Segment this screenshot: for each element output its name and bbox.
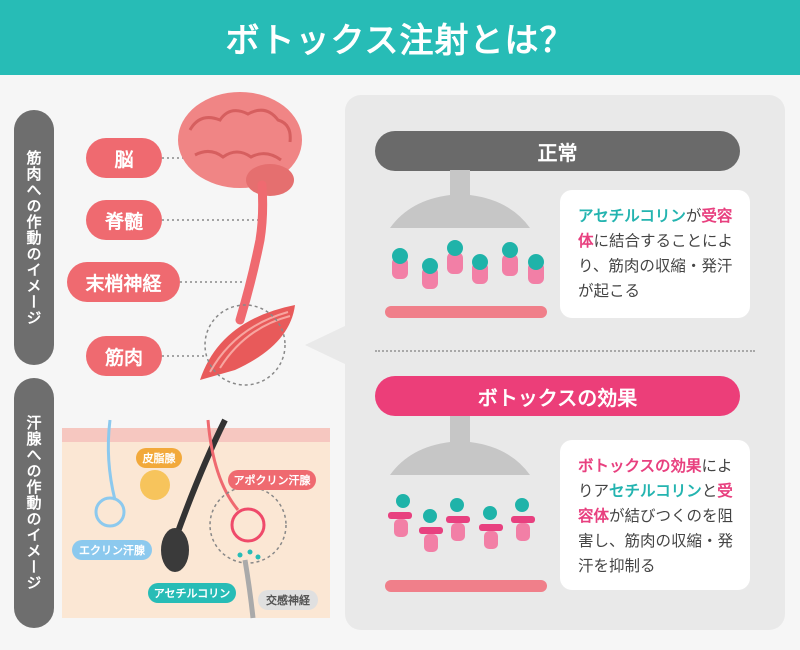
term-receptor: 受容体 [578, 482, 733, 525]
muscle-icon [200, 304, 295, 386]
botox-heading: ボトックスの効果 [375, 376, 740, 416]
term-botox-effect: ボトックスの効果 [578, 457, 702, 475]
text-part: に結合することにより、筋肉の収縮・発汗が起こる [578, 232, 734, 300]
botox-description: ボトックスの効果によりアセチルコリンと受容体が結びつくのを阻害し、筋肉の収縮・発… [560, 440, 750, 590]
hair-follicle-icon [161, 528, 189, 572]
side-tab-sweat: 汗腺への作動のイメージ [14, 378, 54, 628]
section-divider [375, 350, 755, 352]
side-tab-muscle-label: 筋肉への作動のイメージ [24, 149, 43, 326]
muscle-membrane-normal [385, 306, 547, 318]
term-acetylcholine: セチルコリン [609, 482, 702, 500]
side-tab-muscle: 筋肉への作動のイメージ [14, 110, 54, 365]
hair-icon [172, 418, 228, 542]
panel-pointer [305, 325, 347, 365]
receptors-botox [388, 494, 535, 552]
spinal-cord-icon [235, 180, 268, 325]
normal-description: アセチルコリンが受容体に結合することにより、筋肉の収縮・発汗が起こる [560, 190, 750, 318]
eccrine-gland-icon [94, 496, 126, 528]
text-part: が結びつくのを阻害し、筋肉の収縮・発汗を抑制る [578, 507, 734, 575]
label-nerve: 末梢神経 [67, 262, 180, 302]
apocrine-gland-icon [230, 507, 266, 543]
label-muscle: 筋肉 [86, 336, 162, 376]
nerve-terminal-normal [390, 170, 530, 228]
label-spine: 脊髄 [86, 200, 162, 240]
normal-heading: 正常 [375, 131, 740, 171]
label-eccrine: エクリン汗腺 [72, 540, 152, 560]
muscle-membrane-botox [385, 580, 547, 592]
header-banner: ボトックス注射とは？ [0, 0, 800, 75]
term-acetylcholine: アセチルコリン [578, 207, 686, 225]
label-apocrine: アポクリン汗腺 [228, 470, 316, 490]
label-sympathetic: 交感神経 [258, 590, 318, 610]
text-part: によりア [578, 457, 733, 500]
page-title: ボトックス注射とは？ [225, 21, 575, 61]
text-part: が [685, 207, 702, 225]
nerve-terminal-botox [390, 415, 530, 475]
label-sebaceous: 皮脂腺 [136, 448, 182, 468]
term-receptor: 受容体 [578, 207, 733, 250]
receptors-normal [392, 240, 544, 289]
sympathetic-nerve-icon [242, 559, 256, 619]
label-acetylcholine: アセチルコリン [148, 583, 236, 603]
label-brain: 脳 [86, 138, 162, 178]
side-tab-sweat-label: 汗腺への作動のイメージ [24, 415, 43, 591]
text-part: と [701, 482, 718, 500]
sebaceous-gland-icon [140, 470, 170, 500]
